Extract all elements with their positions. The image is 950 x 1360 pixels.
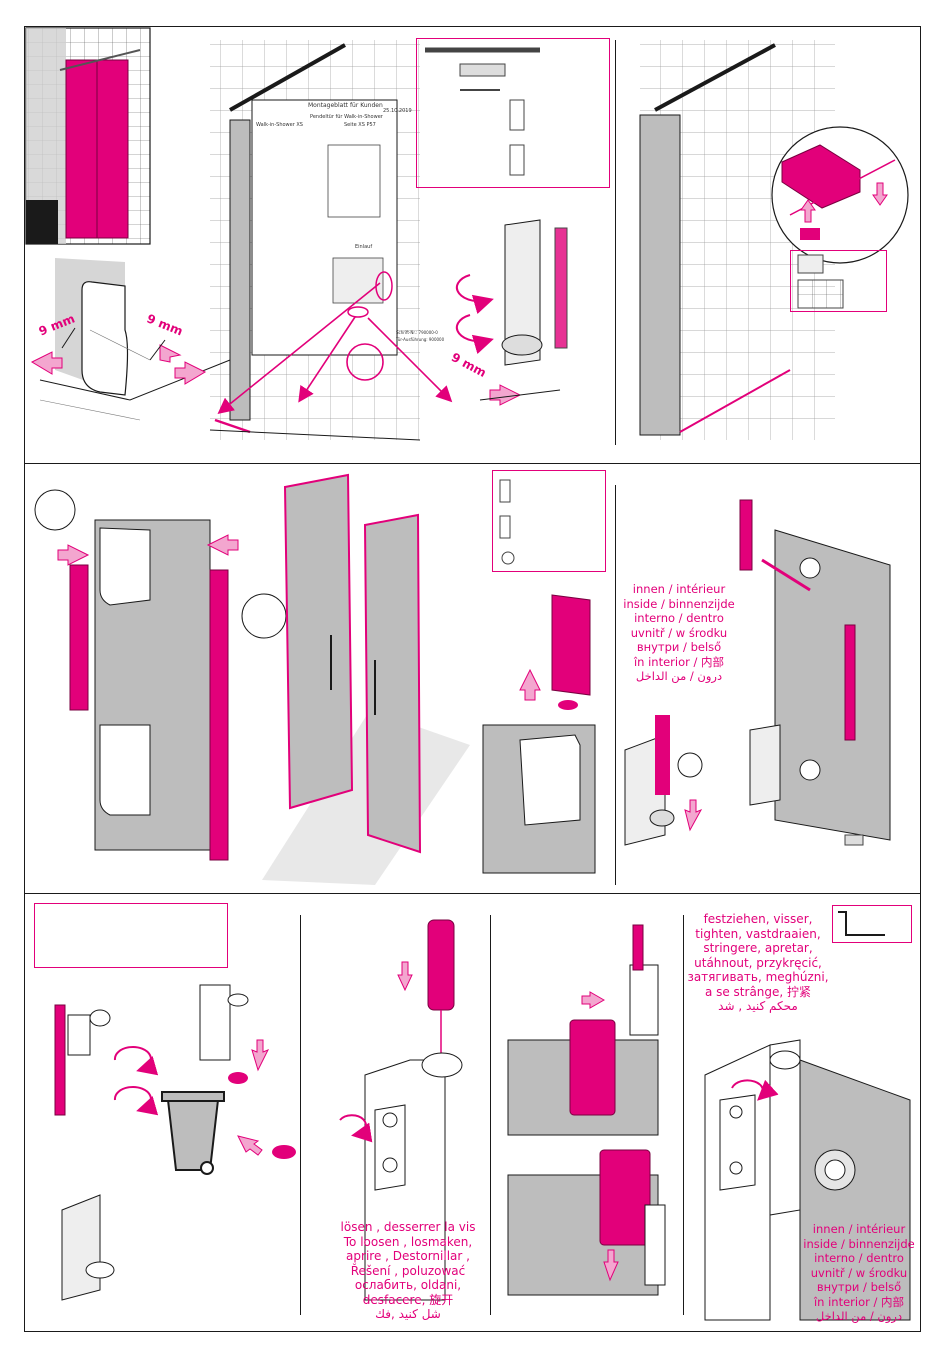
- caption-tighten: festziehen, visser, tighten, vastdraaien…: [684, 912, 832, 1014]
- caption-line: stringere, apretar,: [703, 941, 813, 955]
- dismantle-sketch: [54, 984, 296, 1301]
- final-hinge-sketch: [704, 1039, 911, 1321]
- caption-line: a se strânge, 拧紧: [704, 984, 812, 999]
- doc-sheet-side-note: Einlauf: [355, 244, 373, 250]
- caption-line: ослабить, oldani,: [354, 1278, 462, 1292]
- doc-sheet-note1: Schrift-Nr.: 790000-0: [396, 330, 438, 335]
- caption-loosen: lösen , desserrer la vis To loosen , los…: [333, 1220, 483, 1322]
- wall-profile-sketch: [30, 258, 231, 421]
- row-divider-1: [24, 463, 921, 464]
- instruction-sheet: [24, 26, 921, 1332]
- divider-step-5-6: [615, 485, 616, 885]
- divider-step-9-10: [683, 915, 684, 1315]
- caption-inside-step6: innen / intérieur inside / binnenzijde i…: [615, 582, 743, 684]
- divider-step-8-9: [490, 915, 491, 1315]
- caption-inside-step10: innen / intérieur inside / binnenzijde i…: [796, 1222, 922, 1324]
- shower-corner-sketch: [639, 40, 909, 440]
- caption-line: aprire , Destornillar ,: [346, 1249, 470, 1263]
- caption-line: în interior / 内部: [813, 1294, 905, 1309]
- divider-step-2-3: [615, 40, 616, 445]
- bolt-remove-sketch: [339, 919, 463, 1301]
- caption-line: شل كنيد ,فك: [375, 1307, 441, 1321]
- divider-step-7-8: [300, 915, 301, 1315]
- caption-line: festziehen, visser,: [703, 912, 813, 926]
- assembly-sheet-scene: [209, 40, 453, 441]
- parts-box-drill-lower: [34, 903, 228, 968]
- cover-fit-sketch: [507, 924, 666, 1296]
- caption-line: To loosen , losmaken,: [343, 1234, 473, 1249]
- allen-key-icon: [838, 911, 885, 936]
- caption-line: uvnitř / w środku: [630, 625, 728, 640]
- doc-sheet-line4: Seite XS P57: [344, 122, 376, 128]
- caption-line: inside / binnenzijde: [803, 1236, 915, 1251]
- hinge-wall-sketch: [455, 219, 568, 406]
- caption-line: interno / dentro: [814, 1251, 904, 1265]
- caption-line: lösen , desserrer la vis: [340, 1220, 476, 1234]
- caption-line: în interior / 内部: [633, 654, 725, 669]
- caption-line: درون / من الداخل: [815, 1309, 903, 1323]
- parts-box-drill: [425, 47, 540, 176]
- profile-assembly-sketch: [34, 489, 287, 861]
- caption-line: محكم كنيد , شد: [718, 999, 798, 1013]
- caption-line: Řešení , poluzować: [350, 1263, 466, 1278]
- door-hinge-mount-sketch: [624, 499, 891, 846]
- hinge-parts-sketch: [482, 479, 596, 874]
- caption-line: innen / intérieur: [812, 1222, 906, 1236]
- parts-box-tiles: [790, 250, 887, 312]
- caption-line: tighten, vastdraaien,: [695, 926, 821, 941]
- caption-line: внутри / belső: [636, 640, 722, 654]
- caption-line: затягивать, meghúzni,: [687, 970, 829, 984]
- door-panels-sketch: [262, 473, 470, 885]
- caption-line: utáhnout, przykręcić,: [694, 955, 822, 970]
- doc-sheet-line2: Pendeltür für Walk-in-Shower: [310, 114, 383, 120]
- overview-shower-sketch: [25, 27, 151, 245]
- caption-line: interno / dentro: [634, 611, 724, 625]
- caption-line: uvnitř / w środku: [810, 1265, 908, 1280]
- caption-line: درون / من الداخل: [635, 669, 723, 683]
- caption-line: desfacere, 旋开: [362, 1292, 454, 1307]
- parts-box-allen-key: [832, 905, 912, 943]
- row-divider-2: [24, 893, 921, 894]
- caption-line: inside / binnenzijde: [623, 596, 735, 611]
- doc-sheet-line3: Walk-in-Shower XS: [256, 122, 303, 128]
- doc-sheet-date: 25.10.2019: [383, 108, 412, 114]
- doc-sheet-note2: Tür-Ausführung: 900000: [396, 337, 445, 342]
- parts-box-wall-fixing: [416, 38, 610, 188]
- caption-line: внутри / belső: [816, 1280, 902, 1294]
- parts-box-hinge: [492, 470, 606, 572]
- doc-sheet-title: Montageblatt für Kunden: [308, 102, 383, 109]
- caption-line: innen / intérieur: [632, 582, 726, 596]
